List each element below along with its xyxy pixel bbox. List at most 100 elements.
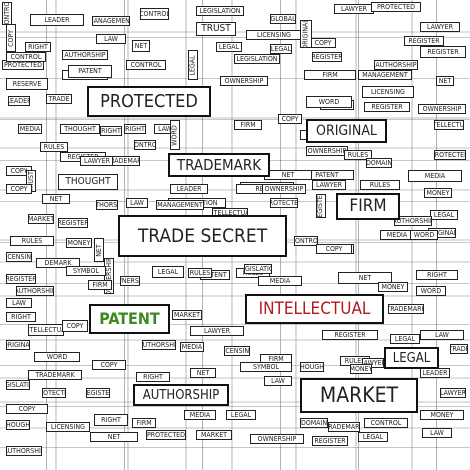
cloud-word: MEDIA [380, 230, 414, 240]
cloud-word: TRADEMARK [328, 422, 360, 432]
cloud-word-label: LICENSING [51, 422, 85, 431]
cloud-word-label: LICENSING [225, 346, 250, 355]
cloud-word: LEGAL [188, 50, 198, 80]
cloud-word: DOMAIN [366, 158, 392, 168]
cloud-word-label: MONEY [430, 410, 454, 419]
cloud-word-label: CONTROL [10, 52, 42, 61]
cloud-word: NET [338, 272, 392, 284]
cloud-word-label: MEDIA [189, 410, 211, 419]
cloud-word-label: TRADEMARK [113, 156, 139, 165]
cloud-word: DEMARK [36, 258, 80, 268]
cloud-word-label: RIGHT [28, 42, 48, 51]
word-protected: PROTECTED [87, 86, 211, 117]
cloud-word: RULES [188, 268, 212, 278]
cloud-word: LAWYER [80, 156, 114, 166]
cloud-word: REGISTER [312, 52, 342, 62]
cloud-word-label: OWNERSHIP [224, 76, 264, 85]
cloud-word: OWNERSHIP [104, 258, 114, 294]
cloud-word: COPY [92, 360, 126, 370]
word-legal: LEGAL [384, 347, 439, 369]
cloud-word: RIGHT [124, 124, 146, 134]
cloud-word-label: THOUGHT [6, 420, 30, 429]
cloud-word-label: OWNERSHIP [422, 104, 462, 113]
cloud-word-label: PROTECTED [271, 198, 298, 207]
cloud-word-label: REGISTER [312, 52, 342, 61]
cloud-word: REGISTER [86, 388, 110, 398]
cloud-word: LEADER [420, 368, 450, 378]
cloud-word-label: NET [94, 243, 103, 257]
cloud-word-label: AUTHORSHIP [142, 340, 176, 349]
cloud-word-label: FIRM [136, 418, 152, 427]
cloud-word: MANAGEMENT [358, 70, 412, 80]
cloud-word: RULES [344, 150, 372, 160]
cloud-word: MEDIA [18, 124, 42, 134]
cloud-word-label: MANAGEMENT [93, 16, 130, 25]
cloud-word: LEGAL [390, 334, 420, 344]
cloud-word: LAWYER [440, 388, 466, 398]
cloud-word: THOUGHT [300, 362, 324, 372]
cloud-word: NET [94, 238, 104, 262]
cloud-word-label: AUTHORSHIP [16, 286, 54, 295]
cloud-word-label: THOUGHT [300, 362, 324, 371]
word-intellectual: INTELLECTUAL [245, 294, 384, 324]
cloud-word: COPY [6, 184, 32, 194]
cloud-word: MARKET [28, 214, 54, 224]
cloud-word-label: LEADER [9, 96, 29, 105]
cloud-word: COPY [278, 114, 302, 124]
cloud-word-label: LICENSING [7, 252, 32, 261]
cloud-word-label: AUTHORSHIP [64, 50, 106, 59]
cloud-word: REGISTER [322, 330, 378, 340]
cloud-word: LAWYER [362, 358, 384, 368]
cloud-word: REGISTER [312, 436, 348, 446]
word-intellectual-label: INTELLECTUAL [258, 298, 371, 319]
cloud-word-label: REGISTER [6, 274, 36, 283]
cloud-word-label: MEDIA [181, 342, 203, 351]
cloud-word: MANAGEMENT [156, 200, 204, 210]
cloud-word-label: LEADER [176, 184, 202, 193]
cloud-word-label: LAW [130, 198, 144, 207]
cloud-word-label: PROTECTED [43, 388, 65, 397]
cloud-word: ORIGINAL [6, 340, 30, 350]
cloud-word: FIRM [88, 280, 112, 290]
cloud-word-label: WORD [420, 286, 442, 295]
cloud-word-label: TRADEMARK [388, 304, 424, 313]
cloud-word: LAW [96, 34, 126, 44]
cloud-word: PATENT [68, 65, 112, 78]
cloud-word-label: MEDIA [386, 230, 408, 239]
cloud-word-label: NET [358, 273, 372, 282]
cloud-word-label: CONTROL [130, 60, 162, 69]
cloud-word-label: LAWYER [340, 4, 368, 13]
cloud-word-label: MONEY [426, 188, 450, 197]
cloud-word-label: LICENSING [257, 30, 291, 39]
cloud-word: COPY [6, 24, 16, 52]
word-trademark-label: TRADEMARK [176, 155, 262, 174]
cloud-word-label: CONTROL [140, 9, 169, 18]
cloud-word-label: FIRM [322, 70, 338, 79]
cloud-word-label: SYMBOL [253, 362, 279, 371]
cloud-word-label: PROTECTED [146, 430, 186, 439]
cloud-word: LEADER [30, 14, 84, 26]
cloud-word: CONTROL [2, 2, 12, 25]
cloud-word-label: TRADEMARK [35, 370, 75, 379]
cloud-word-label: LEADER [44, 15, 70, 24]
cloud-word: RULES [10, 236, 54, 246]
cloud-word-label: MONEY [381, 282, 405, 291]
cloud-word-label: COPY [325, 244, 343, 253]
cloud-word-label: NET [438, 76, 452, 85]
cloud-word: TRADE [450, 344, 468, 354]
cloud-word: WORD [34, 352, 80, 362]
cloud-word-label: INTELLECTUAL [29, 325, 63, 334]
cloud-word-label: LEGISLATION [199, 6, 241, 15]
cloud-word-label: NET [134, 41, 148, 50]
cloud-word-label: REGISTER [408, 36, 440, 45]
cloud-word-label: MANAGEMENT [157, 200, 203, 209]
cloud-word: AUTHORSHIP [96, 200, 118, 210]
cloud-word-label: NET [196, 368, 210, 377]
cloud-word: SYMBOL [240, 362, 292, 372]
cloud-word: LICENSING [224, 346, 250, 356]
cloud-word: REGISTER [404, 36, 444, 46]
cloud-word-label: AUTHORSHIP [394, 216, 432, 225]
cloud-word-label: REGISTER [314, 436, 346, 445]
cloud-word-label: AUTHORSHIP [96, 200, 118, 209]
